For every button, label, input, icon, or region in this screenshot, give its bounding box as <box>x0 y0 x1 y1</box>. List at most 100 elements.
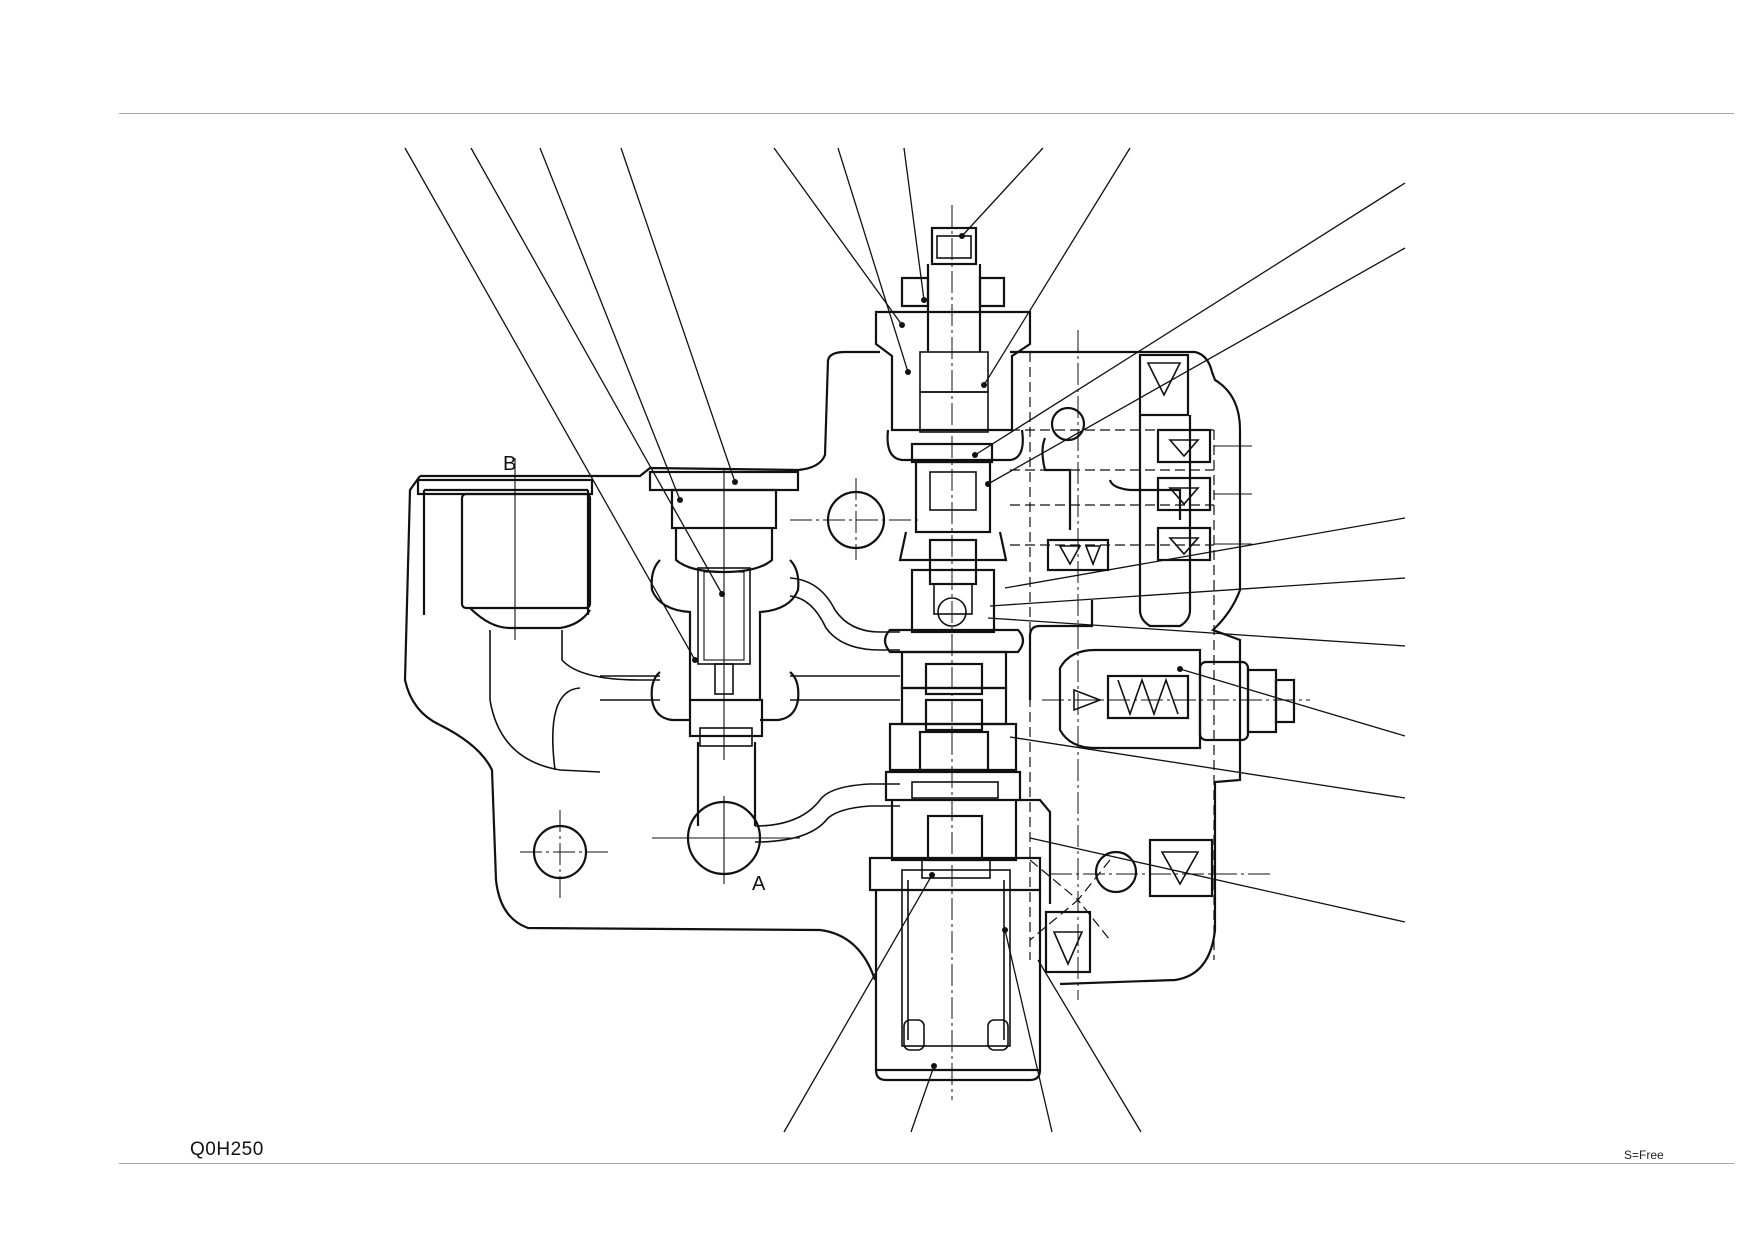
mid-upper-poppet <box>933 583 973 615</box>
leader-line <box>773 147 903 326</box>
valve-body-outline <box>403 350 1242 986</box>
left-valve-assembly <box>648 470 800 826</box>
spring-seat-right <box>987 1019 1009 1051</box>
mounting-hole-lower-right <box>1094 850 1138 894</box>
side-relief-valve <box>1042 648 1310 750</box>
bottom-plug-cone <box>1052 931 1084 966</box>
passage-upper-b <box>789 595 900 651</box>
upper-poppet <box>929 471 977 511</box>
top-rule <box>119 113 1734 114</box>
left-valve-body-right <box>758 559 800 700</box>
bottom-rule <box>119 1163 1734 1164</box>
right-block-hidden-walls <box>1029 352 1215 960</box>
bottom-plug <box>1044 910 1092 974</box>
mid-upper-sleeve <box>910 568 996 634</box>
leader-lines <box>404 147 1406 1133</box>
cross-drill-hidden <box>1029 859 1111 941</box>
leader-line <box>470 147 723 595</box>
central-spool-assembly <box>868 205 1042 1100</box>
passage-left-bend <box>552 687 581 771</box>
adjust-screw-slot <box>936 235 972 259</box>
check-valve-2-cone <box>1168 487 1200 506</box>
port-b-plug <box>460 492 592 610</box>
upper-body-step <box>898 531 1008 562</box>
plug-top-right-taper <box>1146 362 1182 397</box>
mid-spool-2 <box>924 698 984 732</box>
leader-line <box>987 617 1406 647</box>
port-b-fitting <box>416 458 660 773</box>
left-valve-lower-right <box>760 671 800 722</box>
mid-spool-1 <box>924 662 984 696</box>
mid-upper-ball <box>937 597 967 627</box>
lower-spool <box>918 730 990 772</box>
lower-right-passage <box>1020 798 1052 904</box>
scale-note: S=Free <box>1624 1148 1664 1162</box>
lower-housing <box>890 800 1018 862</box>
passage-upper-a <box>789 577 900 633</box>
left-valve-body-left <box>650 559 692 700</box>
leader-line <box>961 147 1044 237</box>
leader-line <box>989 577 1406 607</box>
small-check-valve-cones <box>1058 545 1102 567</box>
right-valve-block <box>1010 352 1252 960</box>
mounting-holes <box>520 406 1138 900</box>
leader-line <box>1009 736 1406 799</box>
port-b-passage-outer <box>489 630 601 773</box>
check-valve-1 <box>1156 428 1212 464</box>
body-right-outline <box>1010 350 1242 986</box>
upper-cap-collar <box>886 429 1024 462</box>
return-spring-outline <box>901 869 1011 1047</box>
leader-line <box>1037 959 1142 1133</box>
leader-line <box>404 147 696 661</box>
leader-line <box>1029 837 1406 923</box>
lower-land <box>884 770 1022 802</box>
port-b-plug-base <box>469 607 591 630</box>
left-housing-outline <box>403 475 877 981</box>
relief-valve-spring-chamber <box>1106 674 1190 720</box>
passage-port-a-upper <box>754 783 900 827</box>
lower-sleeve <box>888 722 1018 772</box>
spring-cap-bottom <box>874 1069 1042 1082</box>
leader-line <box>620 147 736 483</box>
upper-cap-lower <box>919 391 989 433</box>
relief-valve-body <box>1058 648 1202 750</box>
plug-top-right <box>1138 353 1190 417</box>
right-passage-1 <box>1041 437 1072 530</box>
relief-valve-poppet <box>1073 688 1103 712</box>
check-valve-1-cone <box>1168 439 1200 458</box>
return-spring-coils <box>907 880 1005 1040</box>
adjust-screw-head <box>930 226 978 266</box>
leader-line <box>974 182 1406 456</box>
port-b-label: B <box>503 453 516 475</box>
leader-line <box>1179 668 1406 737</box>
leader-line <box>783 874 933 1133</box>
lock-nut <box>900 276 1006 308</box>
left-valve-seat <box>688 698 764 738</box>
upper-poppet-housing <box>914 460 992 534</box>
port-b-flange <box>416 478 594 496</box>
check-valve-3-cone <box>1168 537 1200 556</box>
left-housing-inner <box>422 488 590 615</box>
lower-right-detail <box>1020 330 1270 1000</box>
upper-cap-inner <box>919 351 989 393</box>
right-passage-2 <box>1108 479 1182 520</box>
port-a-label: A <box>752 873 766 895</box>
mid-upper-bore <box>928 538 978 586</box>
upper-cap-body <box>874 310 1032 432</box>
internal-passages <box>552 577 900 843</box>
mounting-hole-upper-right <box>1050 406 1086 442</box>
spring-cap-flange <box>868 856 1042 892</box>
right-mid-passage <box>1028 600 1094 700</box>
passage-port-a-lower <box>754 805 900 843</box>
relief-valve-spring <box>1117 677 1179 717</box>
port-a <box>652 796 800 884</box>
leader-line <box>1004 929 1053 1133</box>
lower-right-plug-cone <box>1160 851 1200 886</box>
mid-sleeve-1 <box>900 650 1008 690</box>
spring-retainer <box>921 857 991 879</box>
relief-valve-end <box>1274 678 1296 724</box>
left-valve-seat-base <box>699 727 753 747</box>
check-valve-2 <box>1156 476 1212 512</box>
body-top-outline <box>420 350 880 478</box>
